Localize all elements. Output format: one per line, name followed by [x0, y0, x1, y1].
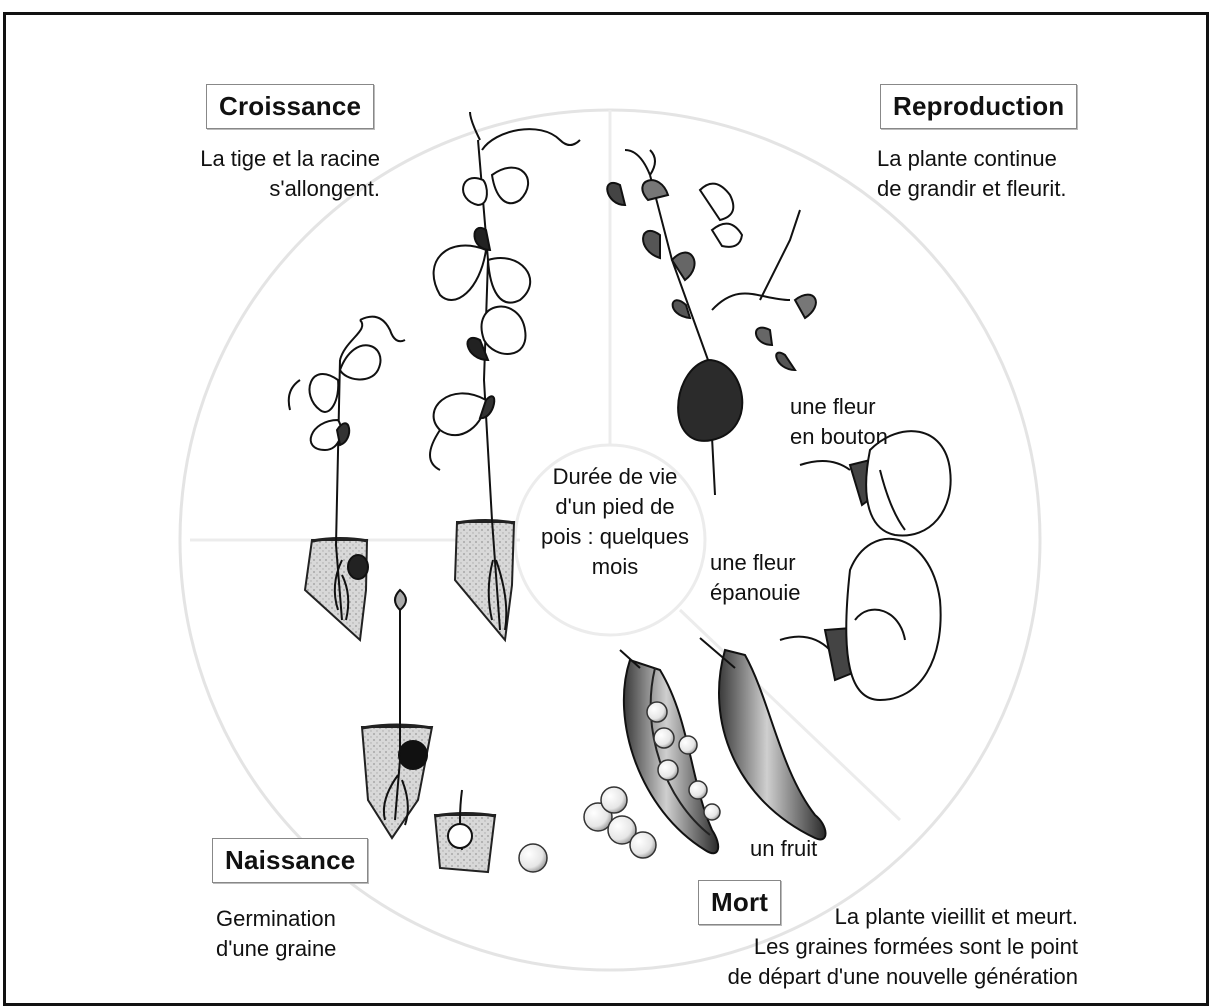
- label-flower-bud: une fleur en bouton: [790, 392, 930, 452]
- stage-mort-desc: La plante vieillit et meurt. Les graines…: [700, 902, 1078, 992]
- stage-reproduction-desc-line1: La plante continue: [877, 144, 1117, 174]
- stage-reproduction-title: Reproduction: [880, 84, 1077, 129]
- center-line1: Durée de vie: [530, 462, 700, 492]
- stage-croissance-desc-line2: s'allongent.: [170, 174, 380, 204]
- center-line2: d'un pied de: [530, 492, 700, 522]
- stage-mort-desc-line3: de départ d'une nouvelle génération: [700, 962, 1078, 992]
- seedling: [362, 590, 432, 838]
- flowering-plant: [607, 150, 816, 495]
- lifespan-center-text: Durée de vie d'un pied de pois : quelque…: [530, 462, 700, 582]
- stage-naissance-title: Naissance: [212, 838, 368, 883]
- stage-mort-desc-line2: Les graines formées sont le point: [700, 932, 1078, 962]
- stage-croissance-desc-line1: La tige et la racine: [170, 144, 380, 174]
- center-line3: pois : quelques: [530, 522, 700, 552]
- label-flower-bloom-line1: une fleur: [710, 548, 850, 578]
- label-flower-bud-line1: une fleur: [790, 392, 930, 422]
- germinating-seed: [435, 790, 496, 872]
- open-pea-pod: [620, 650, 720, 853]
- stage-naissance-desc-line2: d'une graine: [216, 934, 416, 964]
- center-line4: mois: [530, 552, 700, 582]
- stage-reproduction-desc-line2: de grandir et fleurit.: [877, 174, 1117, 204]
- stage-naissance-desc: Germination d'une graine: [216, 904, 416, 964]
- stage-croissance-desc: La tige et la racine s'allongent.: [170, 144, 380, 204]
- label-flower-bud-line2: en bouton: [790, 422, 930, 452]
- label-fruit: un fruit: [750, 834, 817, 864]
- loose-peas: [519, 787, 656, 872]
- stage-naissance-desc-line1: Germination: [216, 904, 416, 934]
- stage-reproduction-desc: La plante continue de grandir et fleurit…: [877, 144, 1117, 204]
- young-plant: [289, 317, 405, 640]
- stage-croissance-title: Croissance: [206, 84, 374, 129]
- label-flower-bloom: une fleur épanouie: [710, 548, 850, 608]
- label-flower-bloom-line2: épanouie: [710, 578, 850, 608]
- stage-mort-desc-line1: La plante vieillit et meurt.: [700, 902, 1078, 932]
